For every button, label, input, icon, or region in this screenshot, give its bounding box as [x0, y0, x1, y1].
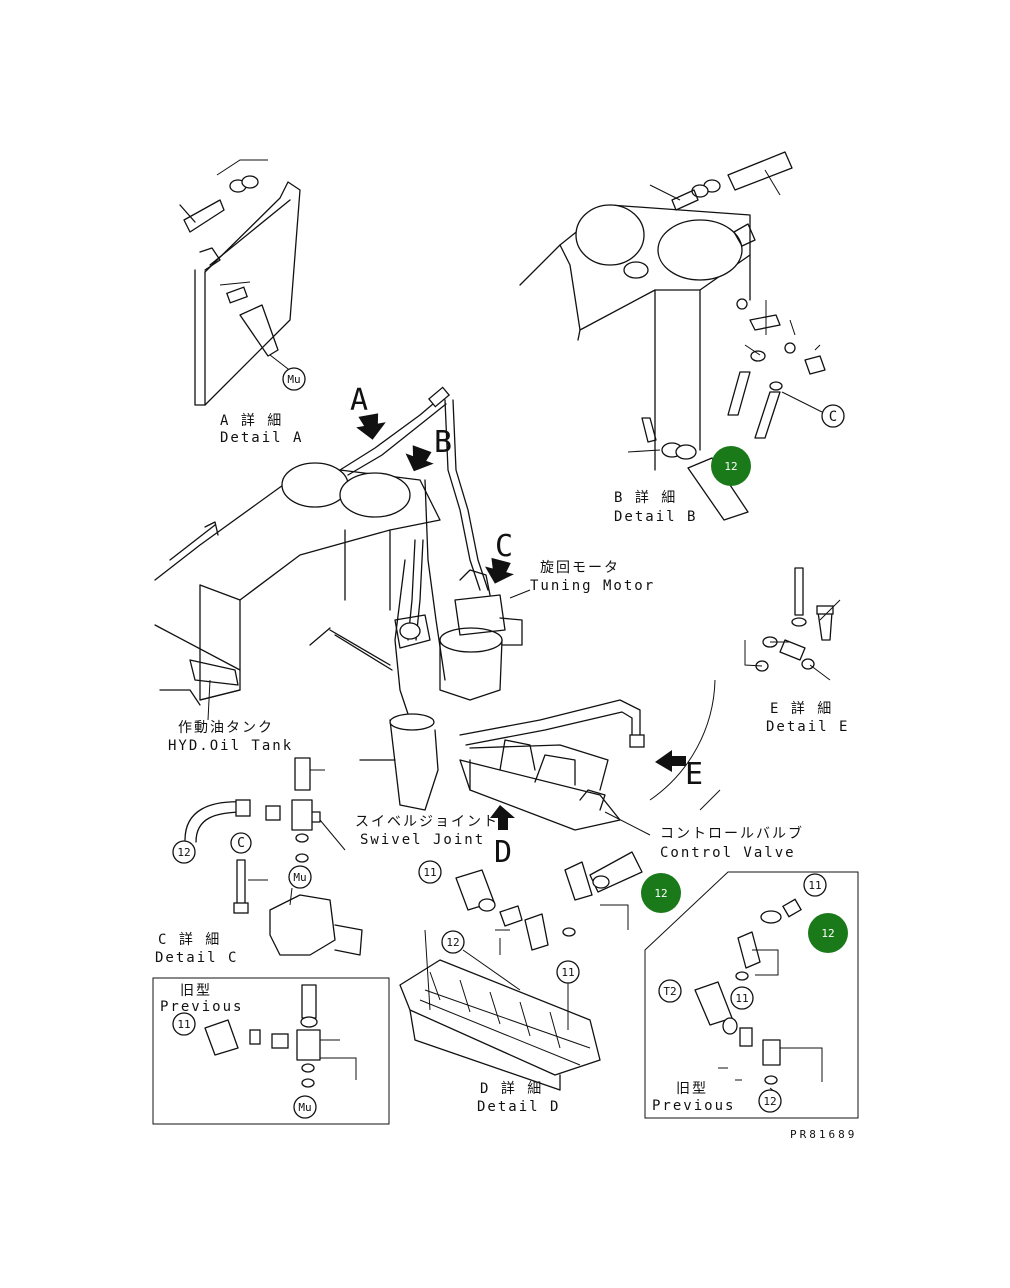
control-valve-jp: コントロールバルブ [660, 825, 804, 842]
highlight-label-b: 12 [724, 460, 737, 473]
detail-e-jp: E 詳 細 [770, 701, 833, 717]
detail-d-drawing: 11 12 11 [399, 851, 643, 1091]
highlight-marker-prev[interactable] [808, 913, 848, 953]
ref-12-d: 12 [446, 936, 459, 949]
ref-12-prev-r: 12 [763, 1095, 776, 1108]
ref-12-c: 12 [177, 846, 190, 859]
highlight-label-d: 12 [654, 887, 667, 900]
view-letter-d: D [494, 835, 512, 870]
detail-c-drawing: 12 C Mu [172, 757, 363, 956]
view-letter-e: E [685, 757, 703, 792]
ref-11-prev-r2: 11 [735, 992, 748, 1005]
ref-11-d1: 11 [423, 866, 436, 879]
detail-c-en: Detail C [155, 950, 238, 966]
previous-left-frame [152, 977, 390, 1125]
detail-e-drawing [744, 567, 841, 681]
previous-right-frame [644, 871, 859, 1119]
swivel-joint-jp: スイベルジョイント [355, 814, 499, 830]
svg-text:C: C [829, 409, 837, 425]
mu-callout-a [282, 367, 306, 391]
view-letter-c: C [495, 529, 513, 564]
detail-b-en: Detail B [614, 509, 697, 525]
control-valve-en: Control Valve [660, 845, 796, 861]
hyd-oil-tank-en: HYD.Oil Tank [168, 738, 293, 754]
previous-right-jp: 旧型 [676, 1081, 708, 1097]
mu-label-prev: Mu [298, 1101, 311, 1114]
previous-left-jp: 旧型 [180, 983, 212, 999]
previous-left-drawing: 11 Mu [172, 984, 357, 1119]
ref-11-prev-left: 11 [177, 1018, 190, 1031]
svg-text:C: C [237, 836, 245, 851]
turning-motor-jp: 旋回モータ [540, 560, 620, 576]
detail-a-drawing: Mu [179, 159, 306, 406]
view-letter-a: A [350, 383, 368, 418]
highlight-label-prev: 12 [821, 927, 834, 940]
detail-d-jp: D 詳 細 [480, 1081, 543, 1097]
view-letter-b: B [434, 425, 452, 460]
detail-b-drawing: C [519, 151, 845, 521]
detail-d-en: Detail D [477, 1099, 560, 1115]
turning-motor-en: Tuning Motor [530, 578, 655, 594]
detail-c-jp: C 詳 細 [158, 932, 221, 948]
detail-a-en: Detail A [220, 430, 303, 446]
detail-e-en: Detail E [766, 719, 849, 735]
detail-b-jp: B 詳 細 [614, 490, 677, 506]
ref-t2-prev: T2 [663, 985, 676, 998]
view-arrows [356, 413, 686, 830]
drawing-code: PR81689 [790, 1128, 857, 1141]
swivel-joint-en: Swivel Joint [360, 832, 485, 848]
mu-label-a: Mu [287, 373, 300, 386]
previous-right-drawing: 11 11 T2 12 [658, 873, 827, 1113]
highlight-marker-d[interactable] [641, 873, 681, 913]
mu-label-c: Mu [293, 871, 306, 884]
detail-a-jp: A 詳 細 [220, 413, 283, 429]
main-assembly-drawing [154, 386, 721, 831]
previous-right-en: Previous [652, 1098, 735, 1114]
ref-11-d2: 11 [561, 966, 574, 979]
previous-left-en: Previous [160, 999, 243, 1015]
ref-11-prev-r1: 11 [808, 879, 821, 892]
highlight-marker-b[interactable] [711, 446, 751, 486]
hyd-oil-tank-jp: 作動油タンク [178, 720, 274, 736]
